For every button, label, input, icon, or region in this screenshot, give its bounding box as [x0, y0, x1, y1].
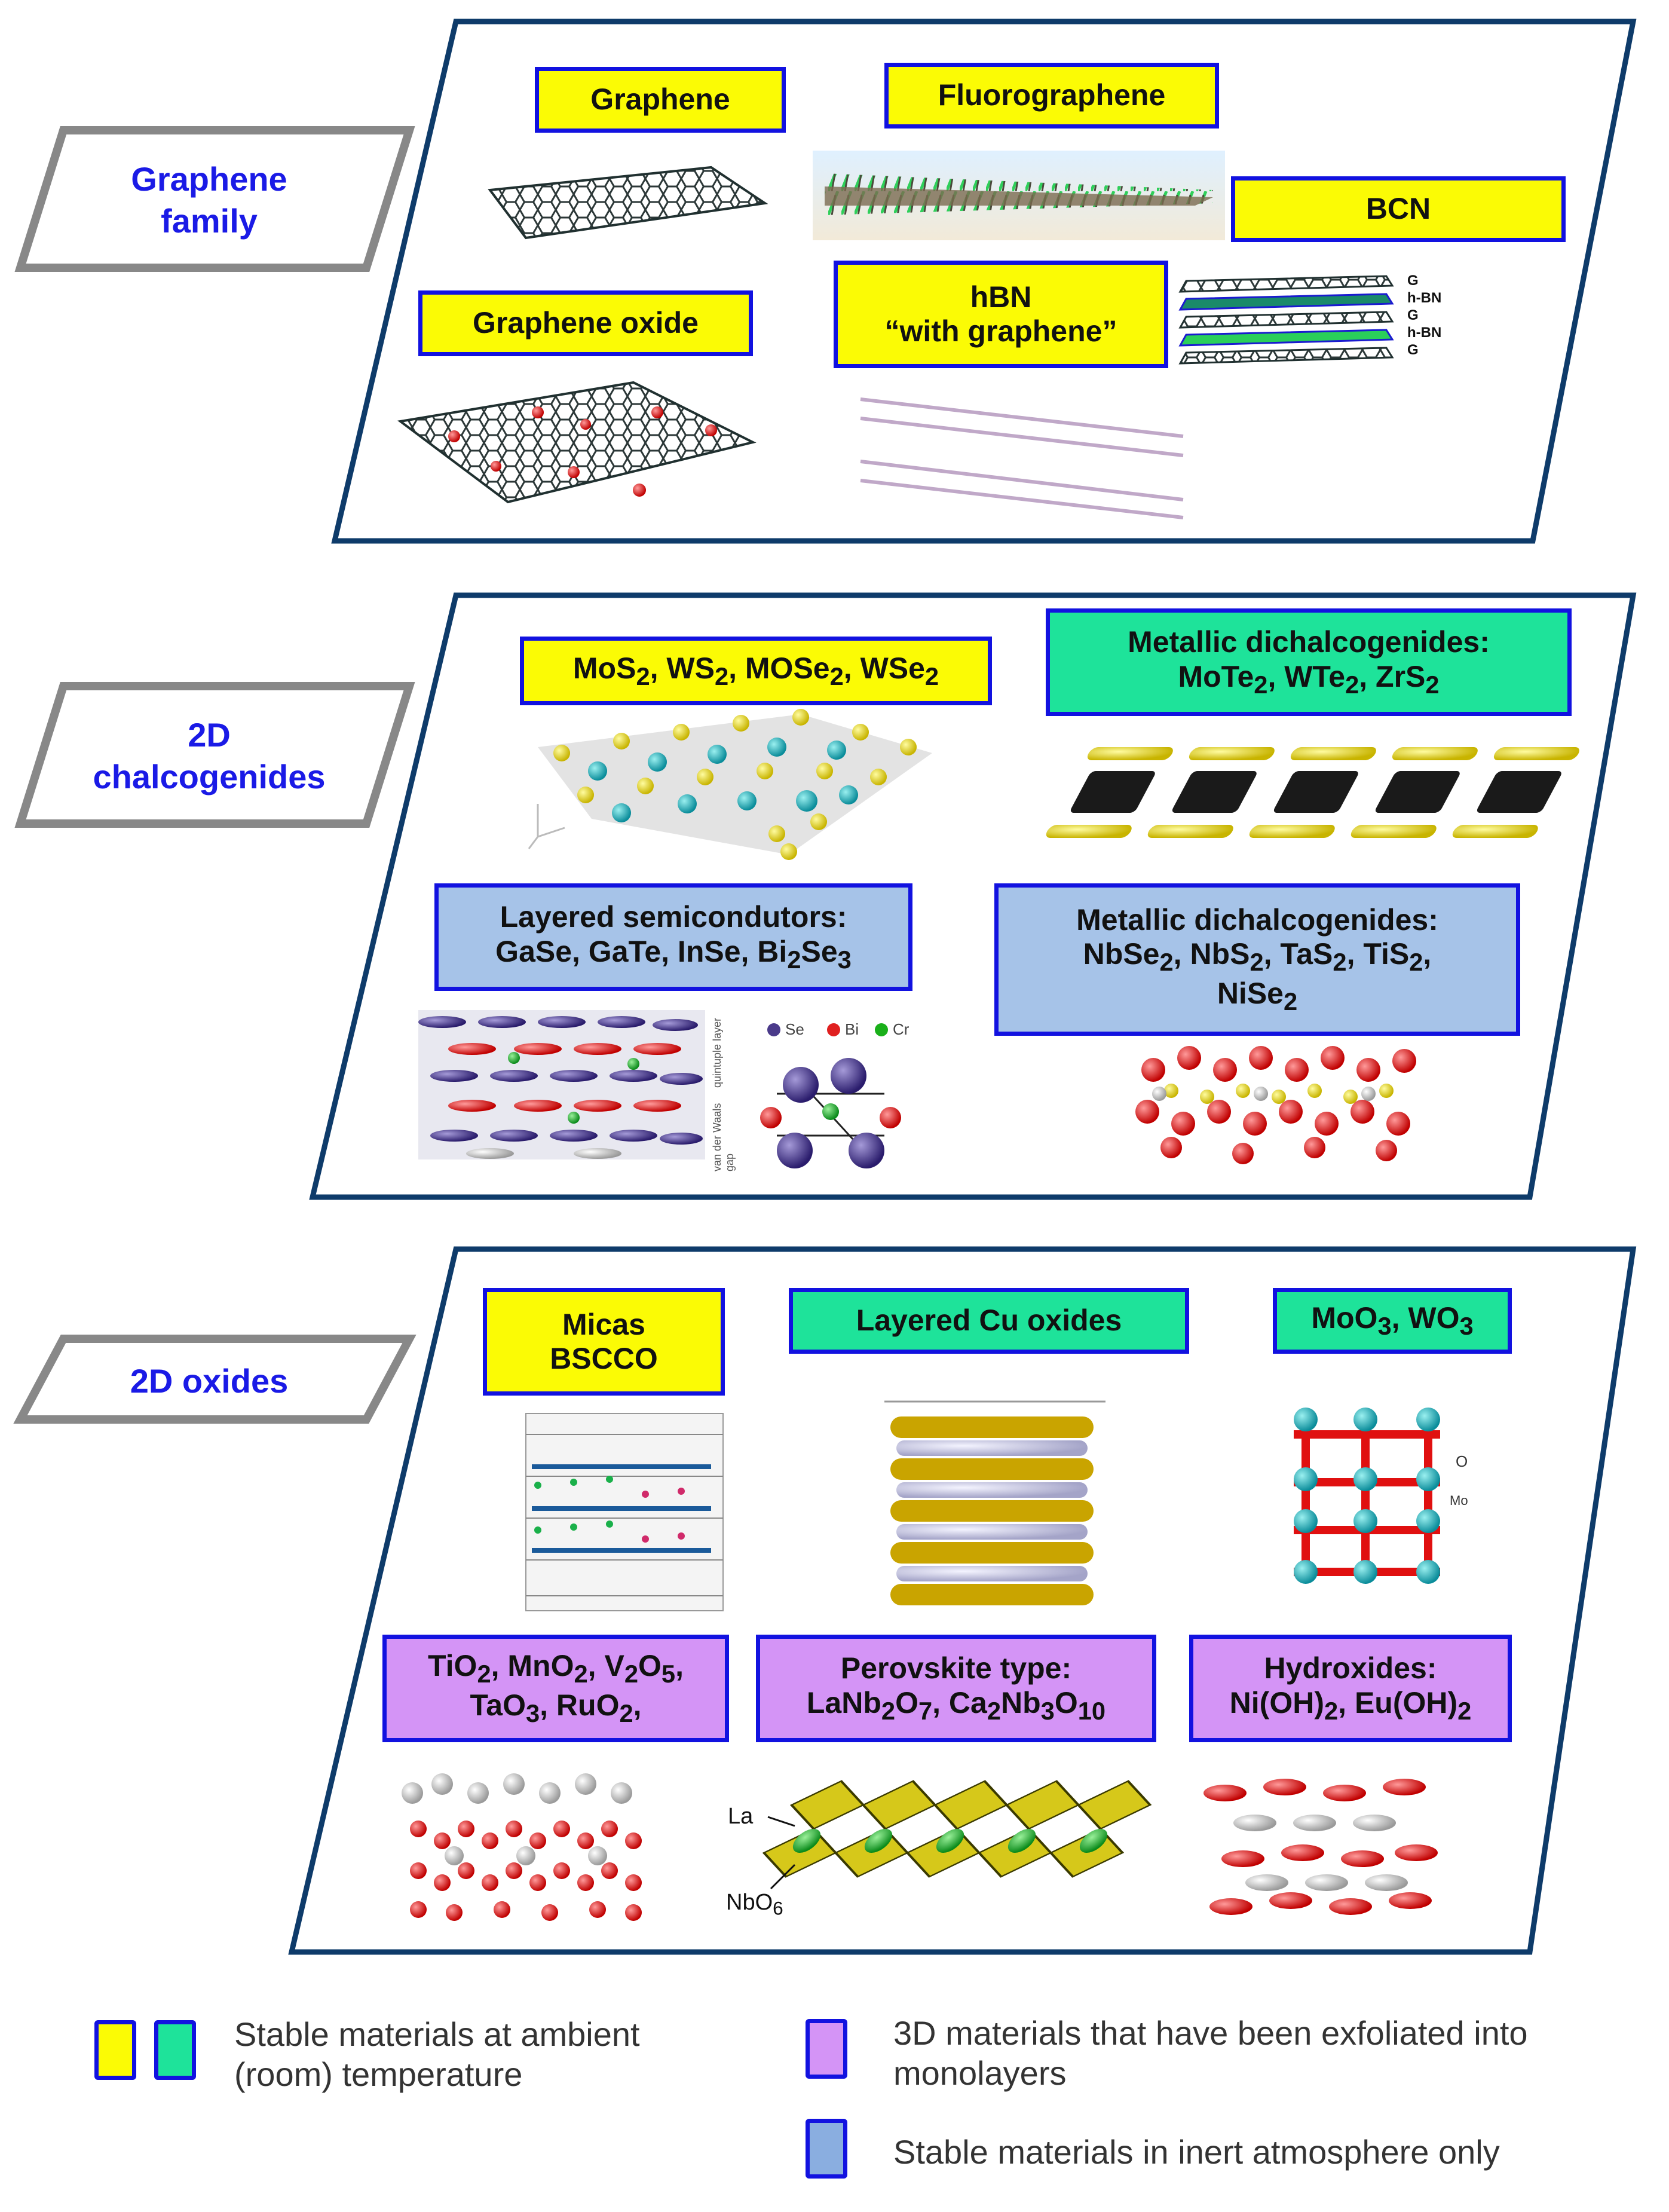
legend-text-inert: Stable materials in inert atmosphere onl… — [893, 2133, 1500, 2171]
label-layered-semiconductors: Layered semicondutors: GaSe, GaTe, InSe,… — [434, 883, 912, 991]
perovskite-structure-image — [762, 1780, 1152, 1890]
tag-chalcogenides — [14, 682, 415, 828]
moo3-mo-label: Mo — [1450, 1493, 1468, 1508]
hydroxide-structure-image — [1203, 1779, 1438, 1915]
label-perovskite: Perovskite type: LaNb2O7, Ca2Nb3O10 — [756, 1635, 1156, 1742]
label-hydroxides-line1: Hydroxides: — [1264, 1651, 1437, 1685]
panel-oxides — [288, 1246, 1637, 1955]
label-moo3-wo3: MoO3, WO3 — [1273, 1288, 1512, 1354]
perovskite-la-label: La — [728, 1804, 754, 1829]
label-layered-cu-oxides: Layered Cu oxides — [789, 1288, 1189, 1354]
label-tio2-family: TiO2, MnO2, V2O5, TaO3, RuO2, — [382, 1635, 729, 1742]
label-metallic-green-line1: Metallic dichalcogenides: — [1128, 625, 1490, 659]
label-hydroxides: Hydroxides: Ni(OH)2, Eu(OH)2 — [1189, 1635, 1512, 1742]
tag-graphene-family — [14, 126, 415, 272]
category-tags — [13, 126, 417, 1424]
label-layered-line1: Layered semicondutors: — [500, 900, 847, 934]
label-tio2-line1: TiO2, MnO2, V2O5, — [428, 1649, 684, 1688]
label-mos2-text: MoS2, WS2, MOSe2, WSe2 — [572, 651, 939, 690]
label-metallic-green-line2: MoTe2, WTe2, ZrS2 — [1178, 659, 1440, 699]
stack-label: G — [1407, 273, 1419, 289]
label-bcn: BCN — [1231, 176, 1566, 242]
tio2-structure-image — [402, 1773, 642, 1921]
legend-swatch-blue — [806, 2119, 847, 2179]
atom-legend-cr: Cr — [893, 1020, 909, 1038]
legend-ambient-line2: (room) temperature — [234, 2055, 523, 2094]
atom-legend-bi: Bi — [845, 1020, 859, 1038]
label-metallic-dichalcogenides-blue: Metallic dichalcogenides: NbSe2, NbS2, T… — [994, 883, 1520, 1036]
legend-exfoliated-line1: 3D materials that have been exfoliated i… — [893, 2014, 1528, 2052]
stack-label: h-BN — [1407, 290, 1442, 306]
legend-swatch-purple — [806, 2019, 847, 2079]
g-hbn-stack-labels: G h-BN G h-BN G — [1407, 272, 1441, 359]
label-graphene-oxide: Graphene oxide — [418, 290, 753, 356]
bscco-structure-image — [525, 1413, 724, 1611]
legend-swatch-green — [154, 2020, 196, 2080]
label-tio2-line2: TaO3, RuO2, — [470, 1688, 642, 1727]
label-perovskite-line1: Perovskite type: — [840, 1651, 1072, 1685]
stack-label: h-BN — [1407, 325, 1442, 341]
graphene-oxide-image — [397, 381, 757, 504]
bi2se3-side-label-quintuple: quintuple layer — [711, 1017, 723, 1088]
nbse2-structure-image — [1135, 1046, 1416, 1164]
label-bscco: BSCCO — [550, 1342, 658, 1375]
moo3-o-label: O — [1456, 1452, 1468, 1470]
g-hbn-stack-image — [1178, 275, 1394, 365]
panel-chalcogenides — [309, 592, 1637, 1200]
label-metallic-blue-line3: NiSe2 — [1217, 977, 1298, 1016]
graphene-sheet-image — [488, 166, 768, 240]
category-label-oxides: 2D oxides — [130, 1362, 289, 1400]
hbn-layers-image — [860, 397, 1184, 519]
nbo6-text: NbO6 — [726, 1890, 783, 1919]
bi2se3-atom-legend — [767, 1023, 888, 1036]
legend-swatch-yellow — [94, 2020, 136, 2080]
panel-borders — [288, 19, 1637, 1955]
perovskite-nbo6-label: NbO6 — [726, 1890, 783, 1920]
category-label-graphene-family: Graphene family — [131, 160, 287, 240]
fluorographene-image — [813, 151, 1225, 240]
label-graphene: Graphene — [535, 67, 786, 133]
bi2se3-side-label-vdw: van der Waals gap — [711, 1103, 736, 1171]
category-label-chalcogenides: 2D chalcogenides — [93, 716, 326, 796]
label-metallic-dichalcogenides-green: Metallic dichalcogenides: MoTe2, WTe2, Z… — [1046, 608, 1572, 716]
atom-legend-se: Se — [785, 1020, 804, 1038]
label-metallic-blue-line2: NbSe2, NbS2, TaS2, TiS2, — [1083, 937, 1432, 977]
moo3-structure-image — [1294, 1408, 1440, 1584]
legend-exfoliated-line2: monolayers — [893, 2054, 1067, 2092]
label-mos2-family: MoS2, WS2, MOSe2, WSe2 — [520, 637, 992, 705]
legend-text-ambient: Stable materials at ambient (room) tempe… — [234, 2014, 640, 2094]
metallic-dichalcogenide-chains-image — [1046, 747, 1579, 838]
label-hbn-line1: hBN — [970, 280, 1032, 314]
label-metallic-blue-line1: Metallic dichalcogenides: — [1076, 902, 1438, 937]
cu-oxide-structure-image — [884, 1400, 1105, 1605]
label-fluorographene: Fluorographene — [884, 63, 1219, 129]
label-layered-line2: GaSe, GaTe, InSe, Bi2Se3 — [495, 934, 852, 974]
panel-graphene — [331, 19, 1637, 544]
mos2-structure-image — [528, 709, 932, 860]
label-hydroxides-line2: Ni(OH)2, Eu(OH)2 — [1229, 1685, 1472, 1725]
label-hbn-line2: “with graphene” — [884, 314, 1117, 348]
label-micas-bscco: Micas BSCCO — [483, 1288, 725, 1396]
legend-text-exfoliated: 3D materials that have been exfoliated i… — [893, 2013, 1528, 2093]
bi2se3-structure-image — [418, 1010, 705, 1159]
legend-ambient-line1: Stable materials at ambient — [234, 2015, 640, 2053]
stack-label: G — [1407, 342, 1419, 358]
label-perovskite-line2: LaNb2O7, Ca2Nb3O10 — [806, 1685, 1106, 1725]
stack-label: G — [1407, 307, 1419, 323]
label-hbn: hBN “with graphene” — [834, 261, 1168, 368]
tag-oxides — [13, 1335, 417, 1424]
label-micas: Micas — [562, 1307, 645, 1341]
bi2se3-unit-cell-image — [760, 1058, 901, 1168]
label-moo3-text: MoO3, WO3 — [1311, 1301, 1474, 1341]
